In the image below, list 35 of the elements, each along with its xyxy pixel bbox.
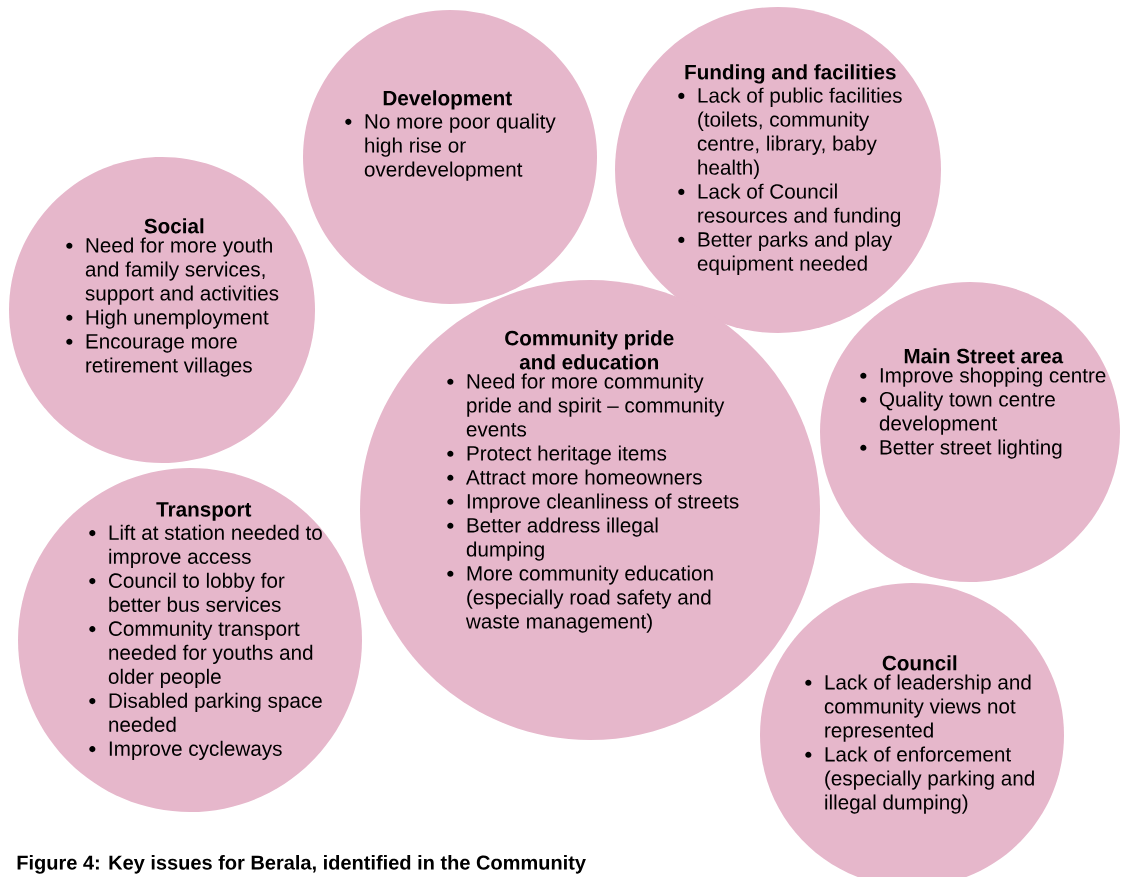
figure-caption: Figure 4: Key issues for Berala, identified in the Community [17, 855, 586, 874]
circle-heading: Transport [156, 502, 252, 521]
bullet-item: Lift at station needed to improve access [89, 524, 322, 569]
circle-heading: Funding and facilities [685, 64, 896, 84]
bullet-item: Better parks and play equipment needed [678, 231, 893, 275]
bullet-item: Protect heritage items [447, 445, 667, 465]
bullet-item: Need for more youth and family services, support and activities [66, 237, 279, 305]
bullet-item: Improve cleanliness of streets [447, 493, 739, 513]
bullet-item: Lack of Council resources and funding [678, 183, 901, 227]
circle-heading: Development [383, 90, 512, 110]
bullet-item: Disabled parking space needed [89, 692, 322, 732]
bullet-item: Improve cycleways [89, 740, 282, 761]
bullet-item: Lack of enforcement (especially parking and illegal dumping) [805, 746, 1034, 814]
topic-circle [820, 282, 1120, 582]
bullet-item: Improve shopping centre [860, 367, 1106, 387]
bullet-item: Quality town centre development [860, 391, 1055, 435]
circle-heading: Community pride and education [505, 330, 674, 370]
circle-heading: Main Street area [904, 348, 1064, 364]
circle-heading: Council [882, 655, 957, 671]
topic-circle [303, 10, 597, 304]
bullet-item: High unemployment [66, 309, 269, 329]
topic-circle [18, 468, 362, 812]
bullet-item: Council to lobby for better bus services [89, 572, 285, 612]
bullet-item: Lack of public facilities (toilets, community centre, library, baby health) [678, 87, 902, 179]
topic-circle [9, 157, 315, 463]
bullet-item: Better address illegal dumping [447, 517, 658, 561]
bullet-item: Lack of leadership and community views not represented [805, 674, 1031, 742]
bullet-item: No more poor quality high rise or overdevelopment [345, 113, 556, 181]
bullet-item: Community transport needed for youths and older people [89, 620, 313, 689]
bullet-item: Encourage more retirement villages [66, 334, 252, 377]
bullet-item: Attract more homeowners [447, 469, 702, 485]
bullet-item: More community education (especially road safety and waste management) [447, 565, 713, 633]
bullet-item: Better street lighting [860, 439, 1062, 459]
circle-heading: Social [144, 218, 204, 234]
bullet-item: Need for more community pride and spirit – community events [447, 373, 725, 437]
